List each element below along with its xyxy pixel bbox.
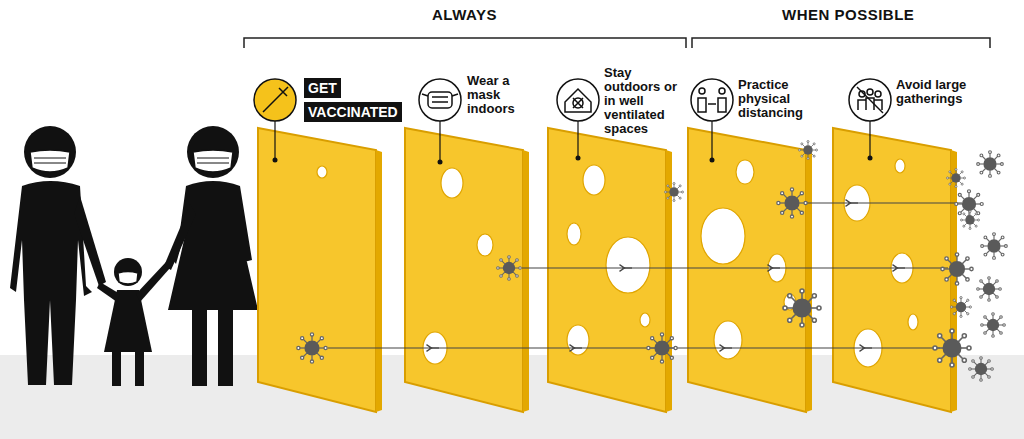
cheese-slice [258,128,951,412]
measure-label: Stay outdoors or in well ventilated spac… [604,66,690,136]
face-mask [30,150,233,284]
cheese-hole [317,159,918,367]
measure-label: Practice physical distancing [738,78,824,120]
measure-label: GET VACCINATED [304,76,408,124]
bracket [244,38,686,48]
leader-line [275,121,870,160]
family-figure [10,126,258,386]
measure-label: Avoid large gatherings [896,78,996,106]
icon-circle [254,79,296,121]
mask-pleat [34,158,229,163]
slice-edge [376,150,957,412]
group-heading: WHEN POSSIBLE [782,6,914,23]
virus-path [328,203,962,348]
measure-label: Wear a mask indoors [467,74,543,116]
group-heading: ALWAYS [432,6,497,23]
measure-label: GET VACCINATED [304,78,402,122]
bracket [692,38,990,48]
leader-dot [273,156,873,165]
virus-particle [297,141,1008,382]
